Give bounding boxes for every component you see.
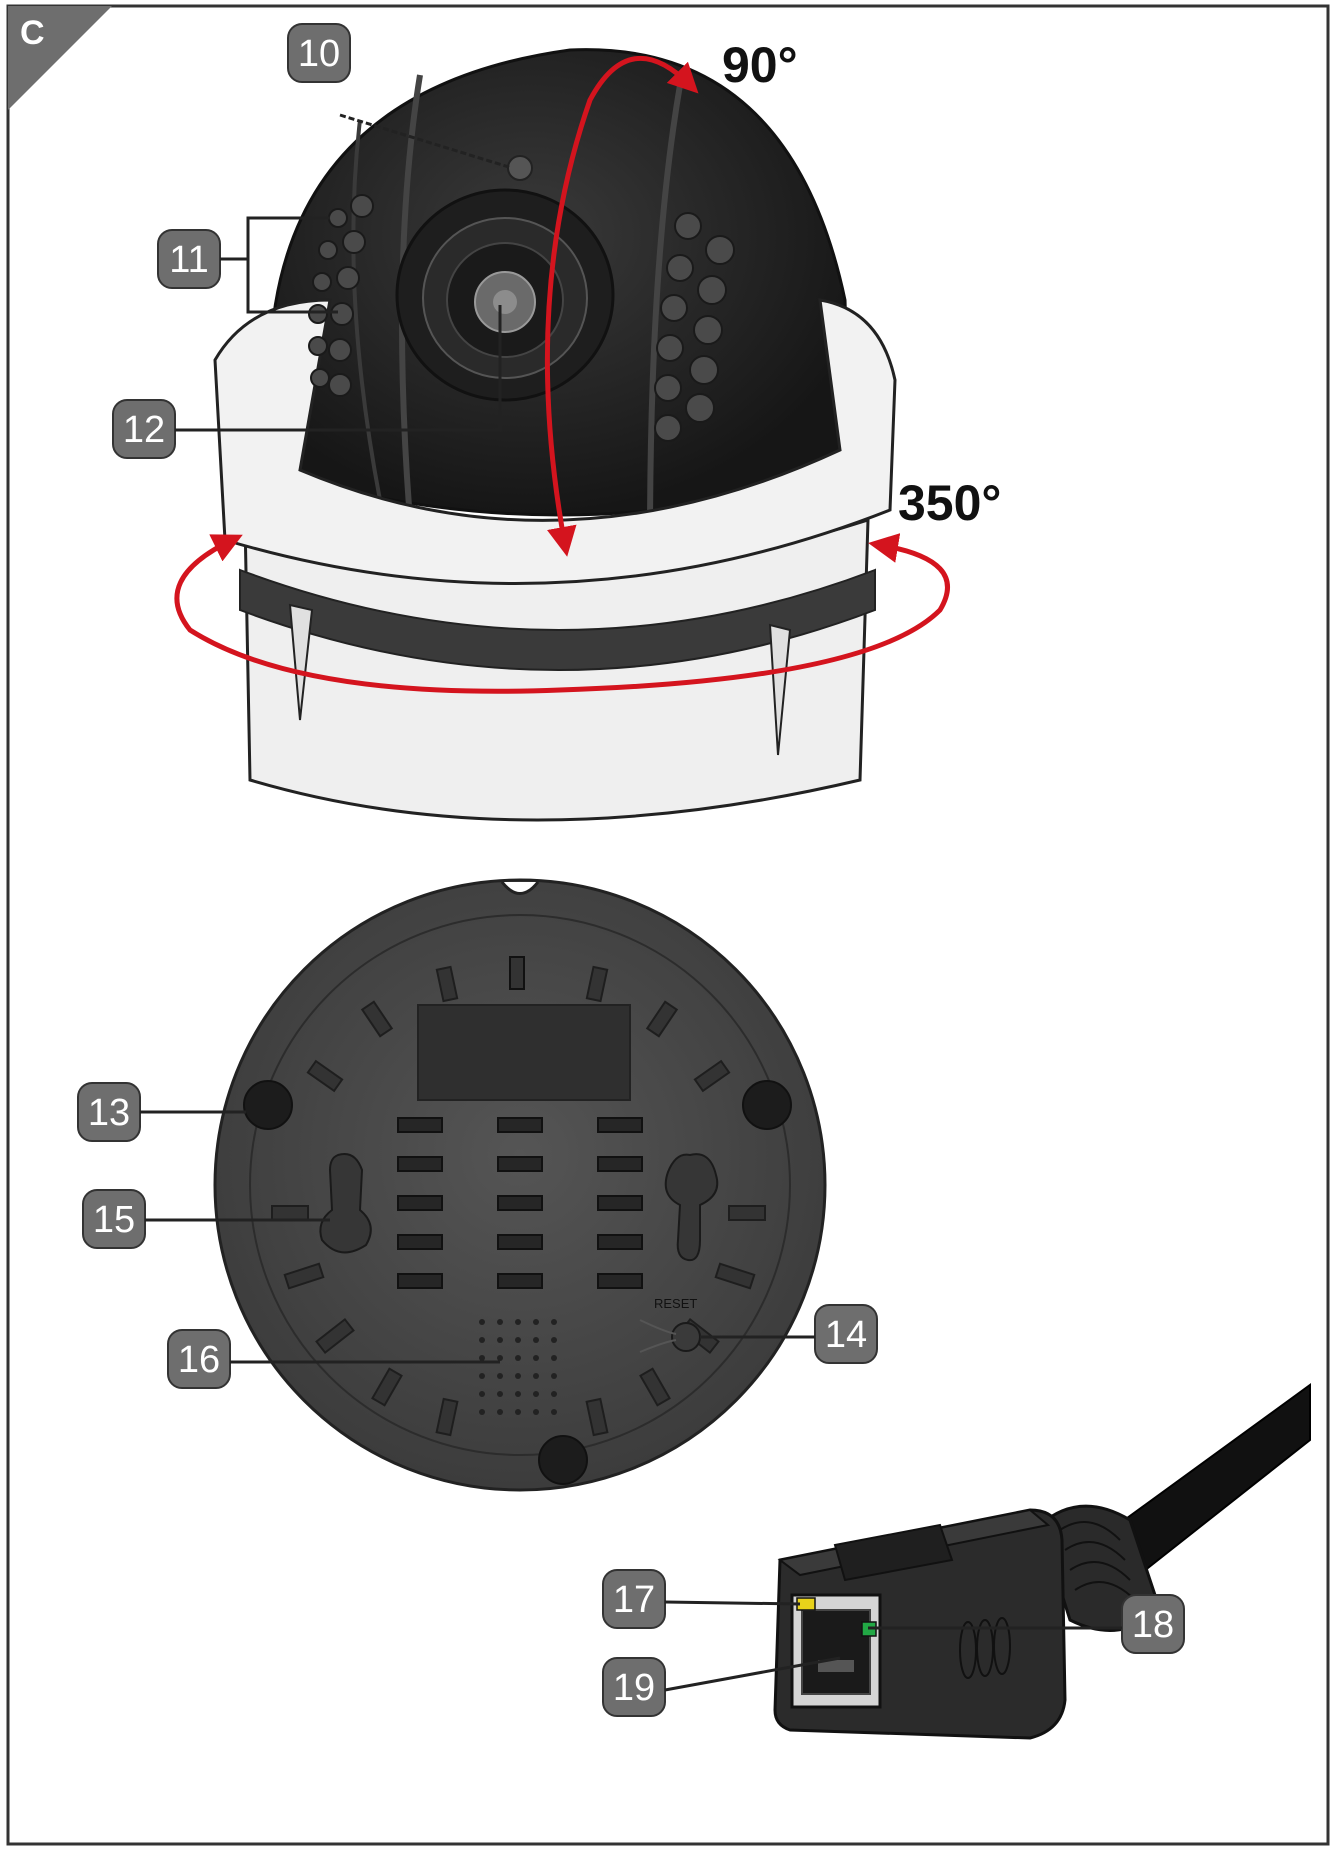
dome-rib xyxy=(351,119,382,501)
mount-tab-left xyxy=(288,603,314,721)
svg-text:10: 10 xyxy=(298,33,340,75)
callout-14: 14 xyxy=(700,1304,878,1364)
rj45-port xyxy=(801,1609,871,1695)
screw-hole-right xyxy=(742,1080,792,1130)
svg-text:16: 16 xyxy=(178,1339,220,1381)
mounting-base: RESET xyxy=(213,878,827,1492)
svg-text:14: 14 xyxy=(825,1314,867,1356)
screw-hole-bottom xyxy=(538,1435,588,1485)
mount-tab-right xyxy=(768,623,792,756)
svg-text:13: 13 xyxy=(88,1092,130,1134)
callout-12: 12 xyxy=(112,305,502,459)
lens-assembly xyxy=(395,188,615,402)
tilt-arrow xyxy=(544,55,699,557)
callout-19: 19 xyxy=(602,1656,841,1717)
svg-text:11: 11 xyxy=(169,239,208,281)
microphone-holes xyxy=(479,1319,557,1415)
screw-hole-left xyxy=(243,1080,293,1130)
svg-text:12: 12 xyxy=(123,409,165,451)
svg-text:17: 17 xyxy=(613,1579,655,1621)
callout-15: 15 xyxy=(82,1189,330,1249)
svg-text:19: 19 xyxy=(613,1667,655,1709)
callout-17: 17 xyxy=(602,1569,801,1629)
light-sensor xyxy=(507,155,533,181)
tilt-angle-label: 90° xyxy=(722,37,798,93)
ir-leds-left xyxy=(308,194,374,397)
network-connector xyxy=(773,1383,1311,1740)
svg-text:18: 18 xyxy=(1132,1604,1174,1646)
keyhole-slot-right xyxy=(664,1153,719,1262)
label-area xyxy=(417,1004,631,1101)
dome-camera: 90° 350° xyxy=(174,37,1001,822)
reset-label: RESET xyxy=(654,1296,697,1311)
frame-border xyxy=(6,4,1330,1846)
svg-text:15: 15 xyxy=(93,1199,135,1241)
pan-arrow xyxy=(174,533,950,694)
pan-angle-label: 350° xyxy=(898,475,1001,531)
callout-18: 18 xyxy=(868,1594,1185,1654)
callout-13: 13 xyxy=(77,1082,246,1142)
housing-band xyxy=(239,568,876,671)
callout-16: 16 xyxy=(167,1329,500,1389)
reset-button xyxy=(671,1322,701,1352)
keyhole-slot-left xyxy=(319,1153,372,1254)
callout-11: 11 xyxy=(157,216,338,314)
radial-ribs xyxy=(271,965,766,1437)
panel-letter: C xyxy=(20,14,45,52)
vent-slots xyxy=(397,1117,643,1289)
panel-corner-tab: C xyxy=(8,6,112,110)
callout-10: 10 xyxy=(287,23,513,170)
